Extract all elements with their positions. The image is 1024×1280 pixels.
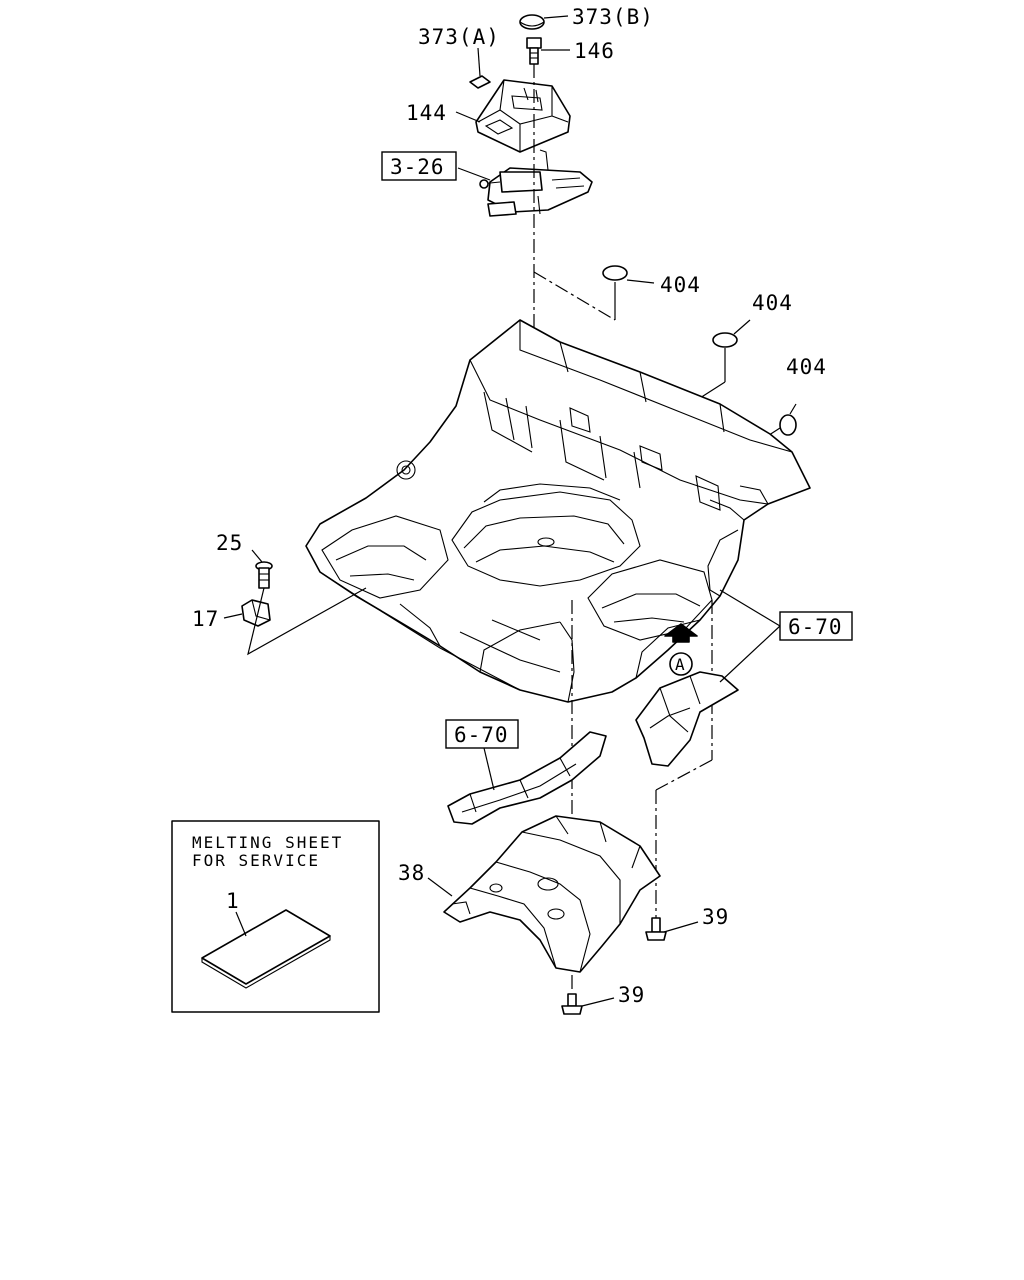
centerline-right-jog: [655, 759, 713, 791]
callout-38: 38: [398, 861, 425, 885]
callout-3-26: 3-26: [390, 155, 445, 179]
bolt-39-right: [645, 917, 699, 941]
console-cover-144: [455, 79, 571, 153]
reinforcement-right: [635, 671, 739, 767]
hole-plug-404-c: [779, 403, 797, 436]
callout-404-a: 404: [660, 273, 701, 297]
leader-6-70-a: [719, 625, 781, 683]
ref-box-6-70-a: [779, 611, 853, 641]
callout-39-b: 39: [618, 983, 645, 1007]
callout-404-c: 404: [786, 355, 827, 379]
inset-title-line2: FOR SERVICE: [192, 851, 320, 870]
leader-6-70-a2: [719, 589, 781, 627]
reinforcement-left: [447, 731, 607, 825]
bracket-17: [223, 599, 271, 627]
view-marker-a: A: [675, 655, 687, 674]
view-arrow: [664, 623, 698, 643]
callout-6-70-a: 6-70: [788, 615, 843, 639]
callout-146: 146: [574, 39, 615, 63]
leader-25-17: [247, 587, 367, 656]
hole-plug-404-a: [602, 265, 655, 284]
shift-mechanism: [457, 149, 593, 217]
view-marker-circle: [669, 652, 693, 676]
inset-title-line1: MELTING SHEET: [192, 833, 343, 852]
cap-373b: [519, 14, 569, 30]
cross-member-38: [427, 815, 661, 973]
callout-17: 17: [192, 607, 219, 631]
callout-39-a: 39: [702, 905, 729, 929]
bolt-146: [526, 37, 570, 65]
bolt-25: [251, 549, 273, 589]
callout-373a: 373(A): [418, 25, 500, 49]
callout-1: 1: [226, 889, 240, 913]
callout-25: 25: [216, 531, 243, 555]
bolt-39-bottom: [561, 993, 615, 1015]
centerline-404-a: [533, 271, 616, 321]
callout-144: 144: [406, 101, 447, 125]
callout-6-70-b: 6-70: [454, 723, 509, 747]
plug-373a: [469, 47, 491, 89]
leader-6-70-b: [483, 747, 495, 791]
ref-box-3-26: [381, 151, 457, 181]
floor-panel: [305, 319, 811, 703]
hole-plug-404-b: [712, 319, 751, 348]
callout-373b: 373(B): [572, 5, 654, 29]
inset-melting-sheet: MELTING SHEET FOR SERVICE 1: [171, 820, 380, 1013]
ref-box-6-70-b: [445, 719, 519, 749]
callout-404-b: 404: [752, 291, 793, 315]
